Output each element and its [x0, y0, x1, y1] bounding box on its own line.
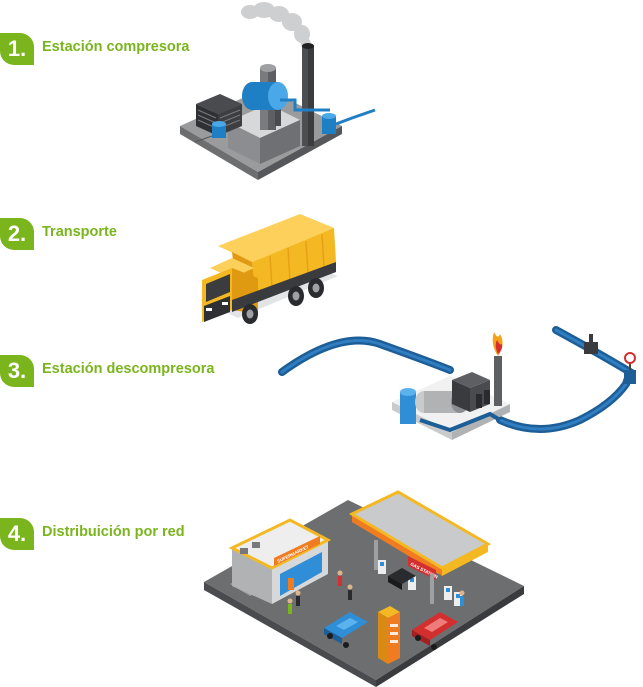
step-number-badge: 3. — [0, 355, 34, 387]
compressor-station-icon — [180, 2, 376, 180]
step-label: Estación compresora — [42, 39, 190, 55]
step-number-badge: 1. — [0, 33, 34, 65]
gas-station-icon: SUPERMARKET GAS STATION — [204, 490, 524, 687]
canopy-sign — [408, 556, 436, 580]
step-number-badge: 4. — [0, 518, 34, 550]
shop-sign — [274, 536, 320, 566]
step-label: Estación descompresora — [42, 361, 215, 377]
decompressor-station-icon — [278, 326, 636, 440]
step-label: Distribuición por red — [42, 524, 185, 540]
step-number-badge: 2. — [0, 218, 34, 250]
dump-truck-icon — [200, 214, 338, 324]
step-label: Transporte — [42, 224, 117, 240]
